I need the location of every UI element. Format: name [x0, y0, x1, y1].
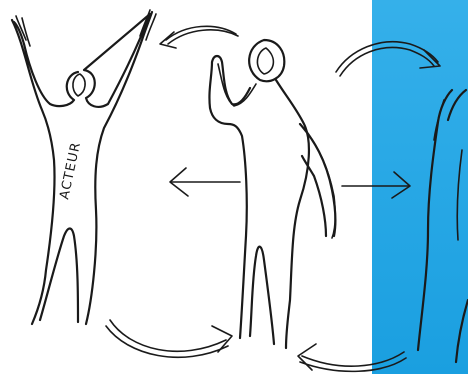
- figure-right: [418, 90, 468, 362]
- curved-arrow-bottom-right: [298, 344, 406, 371]
- figure-left-acteur: ACTEUR: [12, 10, 156, 324]
- figure-label-acteur: ACTEUR: [57, 141, 84, 201]
- curved-arrow-bottom-left: [106, 320, 232, 357]
- figure-middle: [209, 40, 335, 348]
- curved-arrow-top-right: [336, 42, 440, 76]
- straight-arrow-right: [342, 172, 410, 198]
- straight-arrow-left: [170, 168, 240, 196]
- curved-arrow-top: [160, 26, 238, 48]
